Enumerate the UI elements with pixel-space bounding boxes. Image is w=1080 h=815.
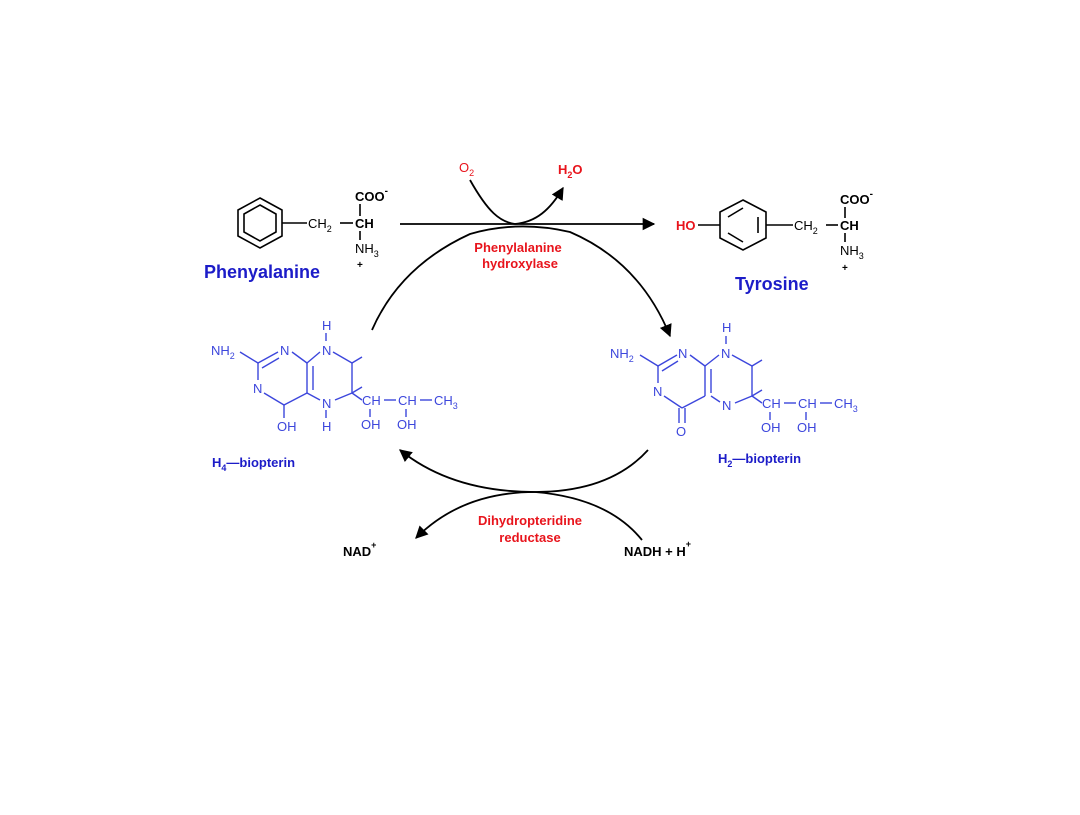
h4-h5: H — [322, 419, 331, 434]
phe-nh3: NH3 — [355, 241, 379, 259]
phe-ch: CH — [355, 216, 374, 231]
tyr-nh3: NH3 — [840, 243, 864, 261]
nadh-input-arrow — [534, 491, 643, 541]
h4-n1-c8a-bond — [263, 392, 285, 406]
h2-c2-n3-double — [661, 360, 679, 372]
h2-n3: N — [678, 346, 687, 361]
h4-ch3: CH3 — [434, 393, 458, 411]
h4-c4a-n8-bond — [306, 351, 321, 364]
tyr-ho: HO — [676, 218, 696, 233]
phe-coo: COO- — [355, 186, 388, 204]
hydroxylase-cycle-arrow — [371, 225, 672, 338]
h2-ch3: CH3 — [834, 396, 858, 414]
reductase-label-line2: reductase — [499, 530, 560, 545]
tyr-coo: COO- — [840, 189, 873, 207]
h2-ch-b: CH — [798, 396, 817, 411]
tyr-nh3-charge: + — [842, 263, 848, 274]
h4-c7-stub — [351, 356, 363, 364]
o2-label: O2 — [459, 160, 474, 178]
tyr-ring-double-1 — [727, 207, 744, 218]
h4-c6-stub — [351, 386, 363, 394]
h4-nh2-c2-bond — [239, 351, 259, 364]
phenylalanine-name: Phenyalanine — [204, 262, 320, 282]
phe-nh3-charge: + — [357, 260, 363, 271]
tyr-benzene-ring — [719, 199, 767, 251]
h2-c6-n5-bond — [734, 395, 753, 404]
tyrosine-name: Tyrosine — [735, 274, 809, 294]
reaction-arrows — [371, 179, 672, 541]
tyr-ch: CH — [840, 218, 859, 233]
h2-n1: N — [653, 384, 662, 399]
h2-c6-stub — [751, 389, 763, 397]
h4-n3: N — [280, 343, 289, 358]
h2-h8: H — [722, 320, 731, 335]
hydroxylase-label-line2: hydroxylase — [482, 256, 558, 271]
h4-h8: H — [322, 318, 331, 333]
h4-n8-c7-bond — [332, 351, 353, 364]
h4-c6-side-bond — [351, 392, 363, 401]
h4-biopterin-name: H4—biopterin — [212, 455, 295, 473]
tyr-ch2: CH2 — [794, 218, 818, 236]
h2o-label: H2O — [558, 162, 583, 180]
h2-n5: N — [722, 398, 731, 413]
h2-c2-n3-bond — [657, 354, 678, 367]
h4-n1: N — [253, 381, 262, 396]
h4-n8: N — [322, 343, 331, 358]
nad-label: NAD+ — [343, 540, 376, 559]
h4-oh-a: OH — [361, 417, 381, 432]
h2-biopterin-name: H2—biopterin — [718, 451, 801, 469]
reductase-cycle-arrow — [399, 449, 649, 493]
h2-c6-side-bond — [751, 395, 763, 404]
reaction-labels: O2 H2O Phenylalanine hydroxylase Dihydro… — [343, 160, 691, 559]
hydroxylase-label-line1: Phenylalanine — [474, 240, 561, 255]
h4-c2-n3-bond — [257, 351, 279, 364]
h4-biopterin-structure: NH2 N N OH N H N H CH CH CH3 OH — [211, 318, 458, 473]
h4-c2-n3-double — [261, 357, 280, 369]
h2-ch-a: CH — [762, 396, 781, 411]
phe-ch2: CH2 — [308, 216, 332, 234]
h2-biopterin-structure: NH2 N N O N H N CH CH CH3 OH OH — [610, 320, 858, 469]
h2-c4a-n8-bond — [704, 354, 720, 367]
tyrosine-structure: HO CH2 CH COO- NH3 + Tyrosine — [676, 189, 873, 294]
h2-n5-c4a-bond — [710, 395, 721, 403]
h2-o: O — [676, 424, 686, 439]
o2-consumption-arrow — [469, 179, 516, 225]
h4-nh2: NH2 — [211, 343, 235, 361]
h2-c7-stub — [751, 359, 763, 367]
h2-oh-b: OH — [797, 420, 817, 435]
phe-benzene-ring — [237, 197, 283, 249]
phenylalanine-structure: CH2 CH COO- NH3 + Phenyalanine — [204, 186, 388, 282]
h2-c8a-c4a-bond — [681, 395, 706, 409]
tyr-ring-double-3 — [727, 232, 744, 243]
h4-c8a-c4a-bond — [283, 392, 308, 406]
h2-n3-c4a-bond — [689, 354, 706, 367]
h4-oh-b: OH — [397, 417, 417, 432]
h4-c6-n5-bond — [334, 392, 353, 401]
h2-nh2: NH2 — [610, 346, 634, 364]
nadh-label: NADH + H+ — [624, 539, 691, 559]
h4-n3-c4a-bond — [291, 351, 308, 364]
h2-n1-c8a-bond — [663, 395, 683, 409]
h4-ch-b: CH — [398, 393, 417, 408]
nad-release-arrow — [415, 491, 536, 539]
h4-n5-c4a-bond — [306, 392, 321, 401]
h2-n8-c7-bond — [731, 354, 753, 367]
h4-oh: OH — [277, 419, 297, 434]
phe-benzene-inner-ring — [243, 204, 277, 242]
h4-ch-a: CH — [362, 393, 381, 408]
reductase-label-line1: Dihydropteridine — [478, 513, 582, 528]
h4-n5: N — [322, 396, 331, 411]
h2-n8: N — [721, 346, 730, 361]
h2-nh2-c2-bond — [639, 354, 659, 367]
h2o-release-arrow — [514, 186, 564, 225]
h2-oh-a: OH — [761, 420, 781, 435]
